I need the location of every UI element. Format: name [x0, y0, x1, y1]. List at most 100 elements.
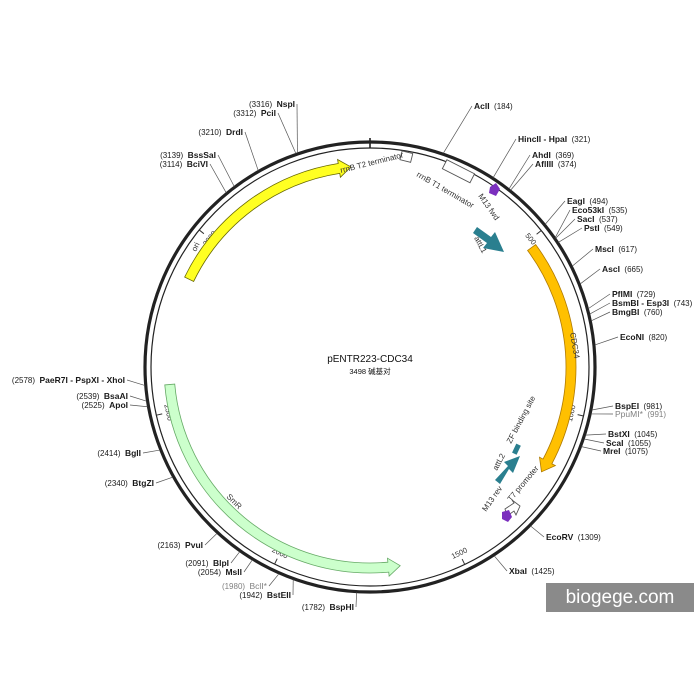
site-scai[interactable]: ScaI (1055): [584, 433, 651, 450]
m13-fwd-label: M13 fwd: [476, 192, 501, 222]
site-bsteii[interactable]: (1942) BstEII: [239, 579, 294, 602]
site-apoi[interactable]: (2525) ApoI: [82, 395, 148, 412]
site-position: (1425): [531, 567, 554, 576]
site-position: (321): [572, 135, 591, 144]
site-position: (2091): [185, 559, 208, 568]
site-ecorv[interactable]: EcoRV (1309): [530, 525, 602, 544]
site-econi[interactable]: EcoNI (820): [594, 327, 668, 346]
site-leader: [589, 302, 611, 315]
site-bsmbi-esp3i[interactable]: BsmBI - Esp3I (743): [589, 293, 693, 315]
m13-rev-marker[interactable]: [502, 510, 512, 522]
site-eagi[interactable]: EagI (494): [544, 191, 608, 225]
site-ppumi-[interactable]: PpuMI* (991): [591, 404, 666, 421]
site-name: Eco53kI: [572, 205, 604, 215]
site-btgzi[interactable]: (2340) BtgZI: [105, 473, 173, 490]
site-label: (2414) BglI: [97, 443, 141, 460]
site-bsssai[interactable]: (3139) BssSaI: [160, 145, 235, 187]
site-acli[interactable]: AclI (184): [443, 96, 513, 154]
site-blpi[interactable]: (2091) BlpI: [185, 551, 241, 570]
tick-mark-3000: [198, 229, 205, 235]
site-drdi[interactable]: (3210) DrdI: [198, 122, 259, 171]
tick-marks: 50010001500200025003000: [156, 229, 584, 565]
site-position: (981): [644, 402, 663, 411]
rrnb-t1-box[interactable]: [441, 159, 476, 184]
site-leader: [591, 405, 614, 411]
site-label: (2539) BsaAI: [76, 386, 128, 403]
site-leader: [508, 154, 531, 190]
site-label: MreI (1075): [603, 441, 648, 458]
site-bspei[interactable]: BspEI (981): [591, 396, 663, 413]
site-leader: [244, 131, 259, 171]
site-msci[interactable]: MscI (617): [572, 239, 637, 267]
tick-mark-2000: [274, 558, 278, 565]
rrnb-t2-label: rrnB T2 terminator: [339, 150, 404, 174]
attl1-arrow[interactable]: [473, 227, 504, 252]
site-bsaai[interactable]: (2539) BsaAI: [76, 386, 147, 403]
site-position: (1045): [634, 430, 657, 439]
site-name: BclI*: [250, 581, 268, 591]
ori-label: ori: [190, 241, 202, 253]
site-bstxi[interactable]: BstXI (1045): [585, 424, 658, 441]
site-label: PflMI (729): [612, 284, 656, 301]
tick-label-1500: 1500: [450, 546, 469, 561]
site-name: DrdI: [226, 127, 243, 137]
site-label: (2525) ApoI: [82, 395, 128, 412]
site-eco53ki[interactable]: Eco53kI (535): [554, 200, 628, 238]
site-msli[interactable]: (2054) MslI: [198, 559, 253, 579]
site-psti[interactable]: PstI (549): [558, 218, 623, 243]
site-name: AscI: [602, 264, 620, 274]
site-name: BmgBI: [612, 307, 639, 317]
site-leader: [510, 163, 534, 191]
site-label: EcoNI (820): [620, 327, 668, 344]
rrnb-t2-box[interactable]: [399, 150, 414, 163]
site-pvui[interactable]: (2163) PvuI: [157, 533, 218, 552]
site-position: (1055): [628, 439, 651, 448]
site-position: (537): [599, 215, 618, 224]
cdc34-feature[interactable]: [527, 243, 577, 473]
site-leader: [579, 268, 601, 285]
site-name: BciVI: [187, 159, 208, 169]
attl2-arrow[interactable]: [495, 456, 520, 484]
site-paer7i-pspxi-xhoi[interactable]: (2578) PaeR7I - PspXI - XhoI: [12, 370, 145, 387]
site-leader: [243, 559, 253, 573]
site-hincii-hpai[interactable]: HincII - HpaI (321): [492, 129, 591, 178]
site-asci[interactable]: AscI (665): [579, 259, 643, 285]
site-leader: [544, 200, 566, 225]
site-label: (2578) PaeR7I - PspXI - XhoI: [12, 370, 125, 387]
site-pcii[interactable]: (3312) PciI: [233, 103, 297, 154]
site-label: ScaI (1055): [606, 433, 651, 450]
site-xbai[interactable]: XbaI (1425): [493, 555, 555, 578]
site-leader: [585, 433, 607, 436]
site-leader: [209, 163, 227, 193]
site-position: (3114): [160, 160, 183, 169]
site-mrei[interactable]: MreI (1075): [581, 441, 649, 458]
zf-binding-marker[interactable]: [512, 443, 521, 455]
site-name: PvuI: [185, 540, 203, 550]
site-pflmi[interactable]: PflMI (729): [588, 284, 656, 309]
site-bgli[interactable]: (2414) BglI: [97, 443, 160, 460]
site-label: EagI (494): [567, 191, 608, 208]
m13-fwd-marker[interactable]: [489, 183, 500, 196]
site-position: (2054): [198, 568, 221, 577]
site-leader: [277, 112, 297, 154]
site-bmgbi[interactable]: BmgBI (760): [591, 302, 663, 322]
site-label: (2054) MslI: [198, 562, 242, 579]
site-bsphi[interactable]: (1782) BspHI: [302, 592, 357, 614]
site-ahdi[interactable]: AhdI (369): [508, 145, 574, 190]
site-leader: [126, 379, 145, 386]
smr-feature[interactable]: [164, 383, 401, 577]
site-leader: [530, 525, 545, 538]
ori-feature[interactable]: [184, 158, 352, 282]
site-afliii[interactable]: AflIII (374): [510, 154, 577, 191]
site-name: AclI: [474, 101, 490, 111]
site-saci[interactable]: SacI (537): [555, 209, 618, 239]
site-label: SacI (537): [577, 209, 618, 226]
site-name: BstEII: [267, 590, 291, 600]
site-name: MreI: [603, 446, 620, 456]
site-nspi[interactable]: (3316) NspI: [249, 94, 298, 153]
site-bcli-[interactable]: (1980) BclI*: [222, 573, 280, 593]
tick-mark-500: [536, 230, 542, 235]
site-bcivi[interactable]: (3114) BciVI: [160, 154, 227, 193]
site-position: (2414): [97, 449, 120, 458]
